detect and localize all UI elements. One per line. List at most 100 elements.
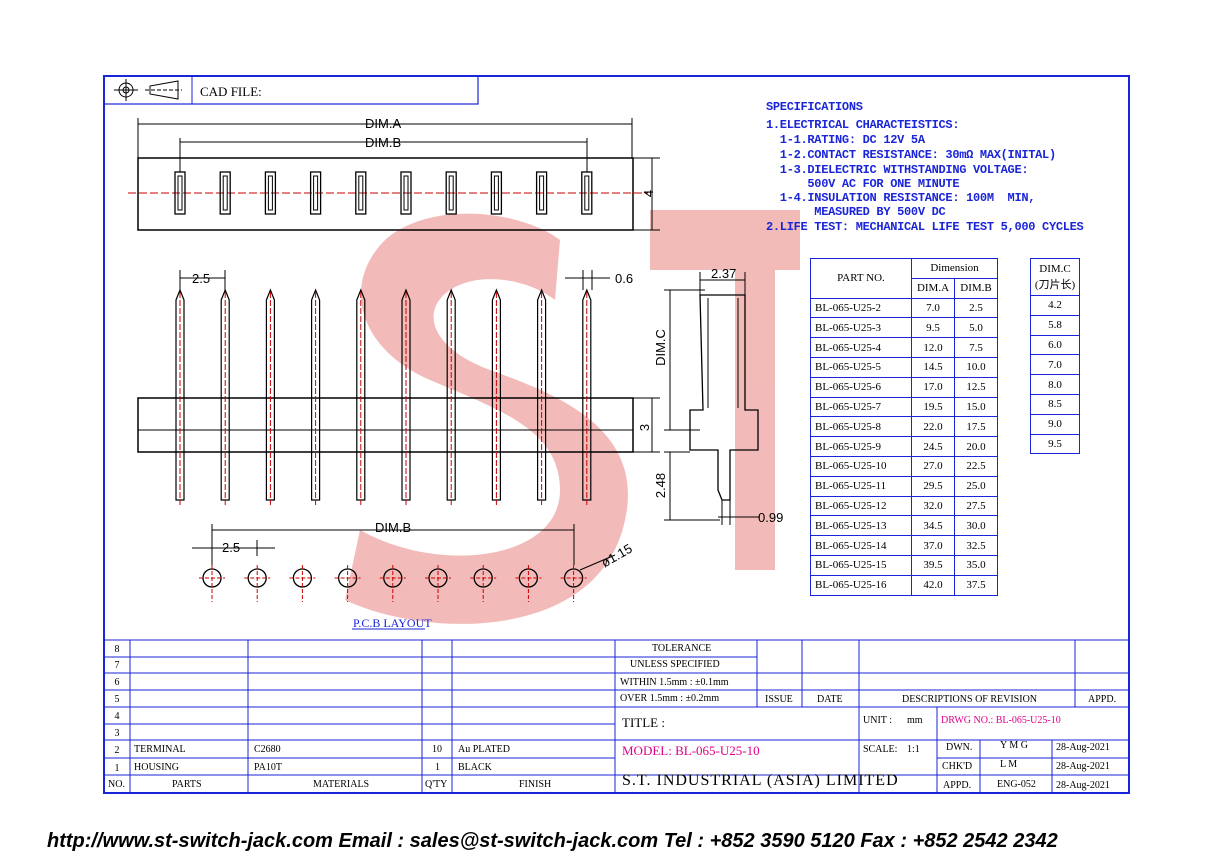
side-bottom-label: 2.48 [653, 472, 669, 499]
spec-line: 1-1.RATING: DC 12V 5A [766, 133, 925, 147]
terminal-slot [581, 171, 593, 215]
terminal-slot-inner [493, 175, 499, 211]
dim-a-value: 37.0 [911, 535, 955, 556]
part-number: BL-065-U25-2 [810, 297, 912, 319]
dwn-date: 28-Aug-2021 [1056, 742, 1110, 753]
terminal-pin [401, 288, 411, 501]
terminal-pin [220, 288, 230, 501]
unit-label: UNIT : [863, 715, 892, 726]
part-number: BL-065-U25-7 [810, 396, 912, 418]
pitch-label: 2.5 [192, 271, 211, 286]
title-label: TITLE : [622, 715, 665, 730]
terminal-pin [537, 288, 547, 501]
dim-c-value: 7.0 [1030, 354, 1080, 376]
bom-header-finish: FINISH [519, 779, 552, 790]
dim-b-value: 2.5 [954, 297, 998, 319]
dim-a-value: 22.0 [911, 416, 955, 438]
part-number: BL-065-U25-8 [810, 416, 912, 438]
terminal-slot [309, 171, 322, 215]
terminal-pin [491, 288, 501, 501]
spec-line: 2.LIFE TEST: MECHANICAL LIFE TEST 5,000 … [766, 220, 1084, 234]
parts-table: PART NO. Dimension DIM.A DIM.B BL-065-U2… [810, 258, 998, 596]
bom-qty: 1 [435, 762, 440, 773]
part-number: BL-065-U25-4 [810, 337, 912, 358]
dim-c-row: 8.0 [1030, 374, 1080, 395]
chkd-date: 28-Aug-2021 [1056, 761, 1110, 772]
side-tail-label: 0.99 [758, 510, 784, 525]
scale-label: SCALE: [863, 744, 898, 755]
part-number: BL-065-U25-13 [810, 515, 912, 537]
dim-c-row: 8.5 [1030, 393, 1080, 415]
dimension-header: Dimension [911, 258, 998, 279]
bom-material: C2680 [254, 744, 281, 755]
terminal-pin [446, 288, 456, 501]
terminal-pin [356, 288, 366, 501]
bom-material: PA10T [254, 762, 282, 773]
dim-a-value: 39.5 [911, 554, 955, 576]
terminal-slot-inner [584, 175, 590, 211]
spec-line: 1-3.DIELECTRIC WITHSTANDING VOLTAGE: [766, 163, 1029, 177]
side-width-label: 2.37 [711, 266, 737, 281]
part-number: BL-065-U25-10 [810, 455, 912, 477]
part-number: BL-065-U25-9 [810, 436, 912, 457]
tolerance-subtitle: UNLESS SPECIFIED [630, 659, 720, 670]
terminal-slot [535, 171, 548, 215]
spec-line: 1.ELECTRICAL CHARACTEISTICS: [766, 118, 960, 132]
dim-a-value: 17.0 [911, 376, 955, 398]
bom-finish: Au PLATED [458, 744, 510, 755]
dim-b-value: 7.5 [954, 337, 998, 358]
company-name: S.T. INDUSTRIAL (ASIA) LIMITED [622, 772, 899, 789]
terminal-slot-inner [403, 175, 409, 211]
appd-label: APPD. [943, 780, 972, 791]
dwn-name: Y M G [1000, 740, 1028, 751]
dim-a-value: 29.5 [911, 475, 955, 497]
dim-b-header: DIM.B [954, 277, 998, 299]
model-number: MODEL: BL-065-U25-10 [622, 743, 760, 758]
terminal-pin [311, 288, 321, 501]
dim-b-value: 12.5 [954, 376, 998, 398]
dim-b-value: 22.5 [954, 455, 998, 477]
part-number: BL-065-U25-14 [810, 535, 912, 556]
part-number: BL-065-U25-15 [810, 554, 912, 576]
dim-c-value: 4.2 [1030, 295, 1080, 316]
dim-c-value: 8.5 [1030, 393, 1080, 415]
bom-part: TERMINAL [134, 744, 186, 755]
dim-a-value: 24.5 [911, 436, 955, 457]
dwn-label: DWN. [946, 742, 973, 753]
bom-finish: BLACK [458, 762, 492, 773]
part-no-header: PART NO. [810, 258, 912, 299]
pin-width-label: 0.6 [615, 271, 634, 286]
pcb-caption: P.C.B LAYOUT [353, 616, 432, 630]
terminal-pin [265, 288, 275, 501]
appd-name: ENG-052 [997, 779, 1036, 790]
terminal-slot [264, 171, 277, 215]
pcb-dim-b-label: DIM.B [375, 520, 412, 535]
spec-line: SPECIFICATIONS [766, 100, 863, 114]
dim-c-row: 9.5 [1030, 433, 1080, 455]
dim-a-value: 14.5 [911, 356, 955, 378]
terminal-slot [490, 171, 503, 215]
spec-line: 500V AC FOR ONE MINUTE [766, 177, 960, 191]
dim-a-value: 42.0 [911, 574, 955, 596]
terminal-slot-inner [539, 175, 545, 211]
part-number: BL-065-U25-11 [810, 475, 912, 497]
dim-c-value: 8.0 [1030, 374, 1080, 395]
revision-date: DATE [817, 694, 843, 705]
dim-c-header: DIM.C(刀片长) [1030, 258, 1080, 296]
terminal-pin [175, 288, 185, 501]
dim-c-value: 5.8 [1030, 314, 1080, 336]
terminal-slot [219, 171, 231, 215]
bom-header-materials: MATERIALS [313, 779, 370, 790]
dim-b-value: 27.5 [954, 495, 998, 517]
dim-a-value: 9.5 [911, 317, 955, 339]
chkd-label: CHK'D [942, 761, 973, 772]
